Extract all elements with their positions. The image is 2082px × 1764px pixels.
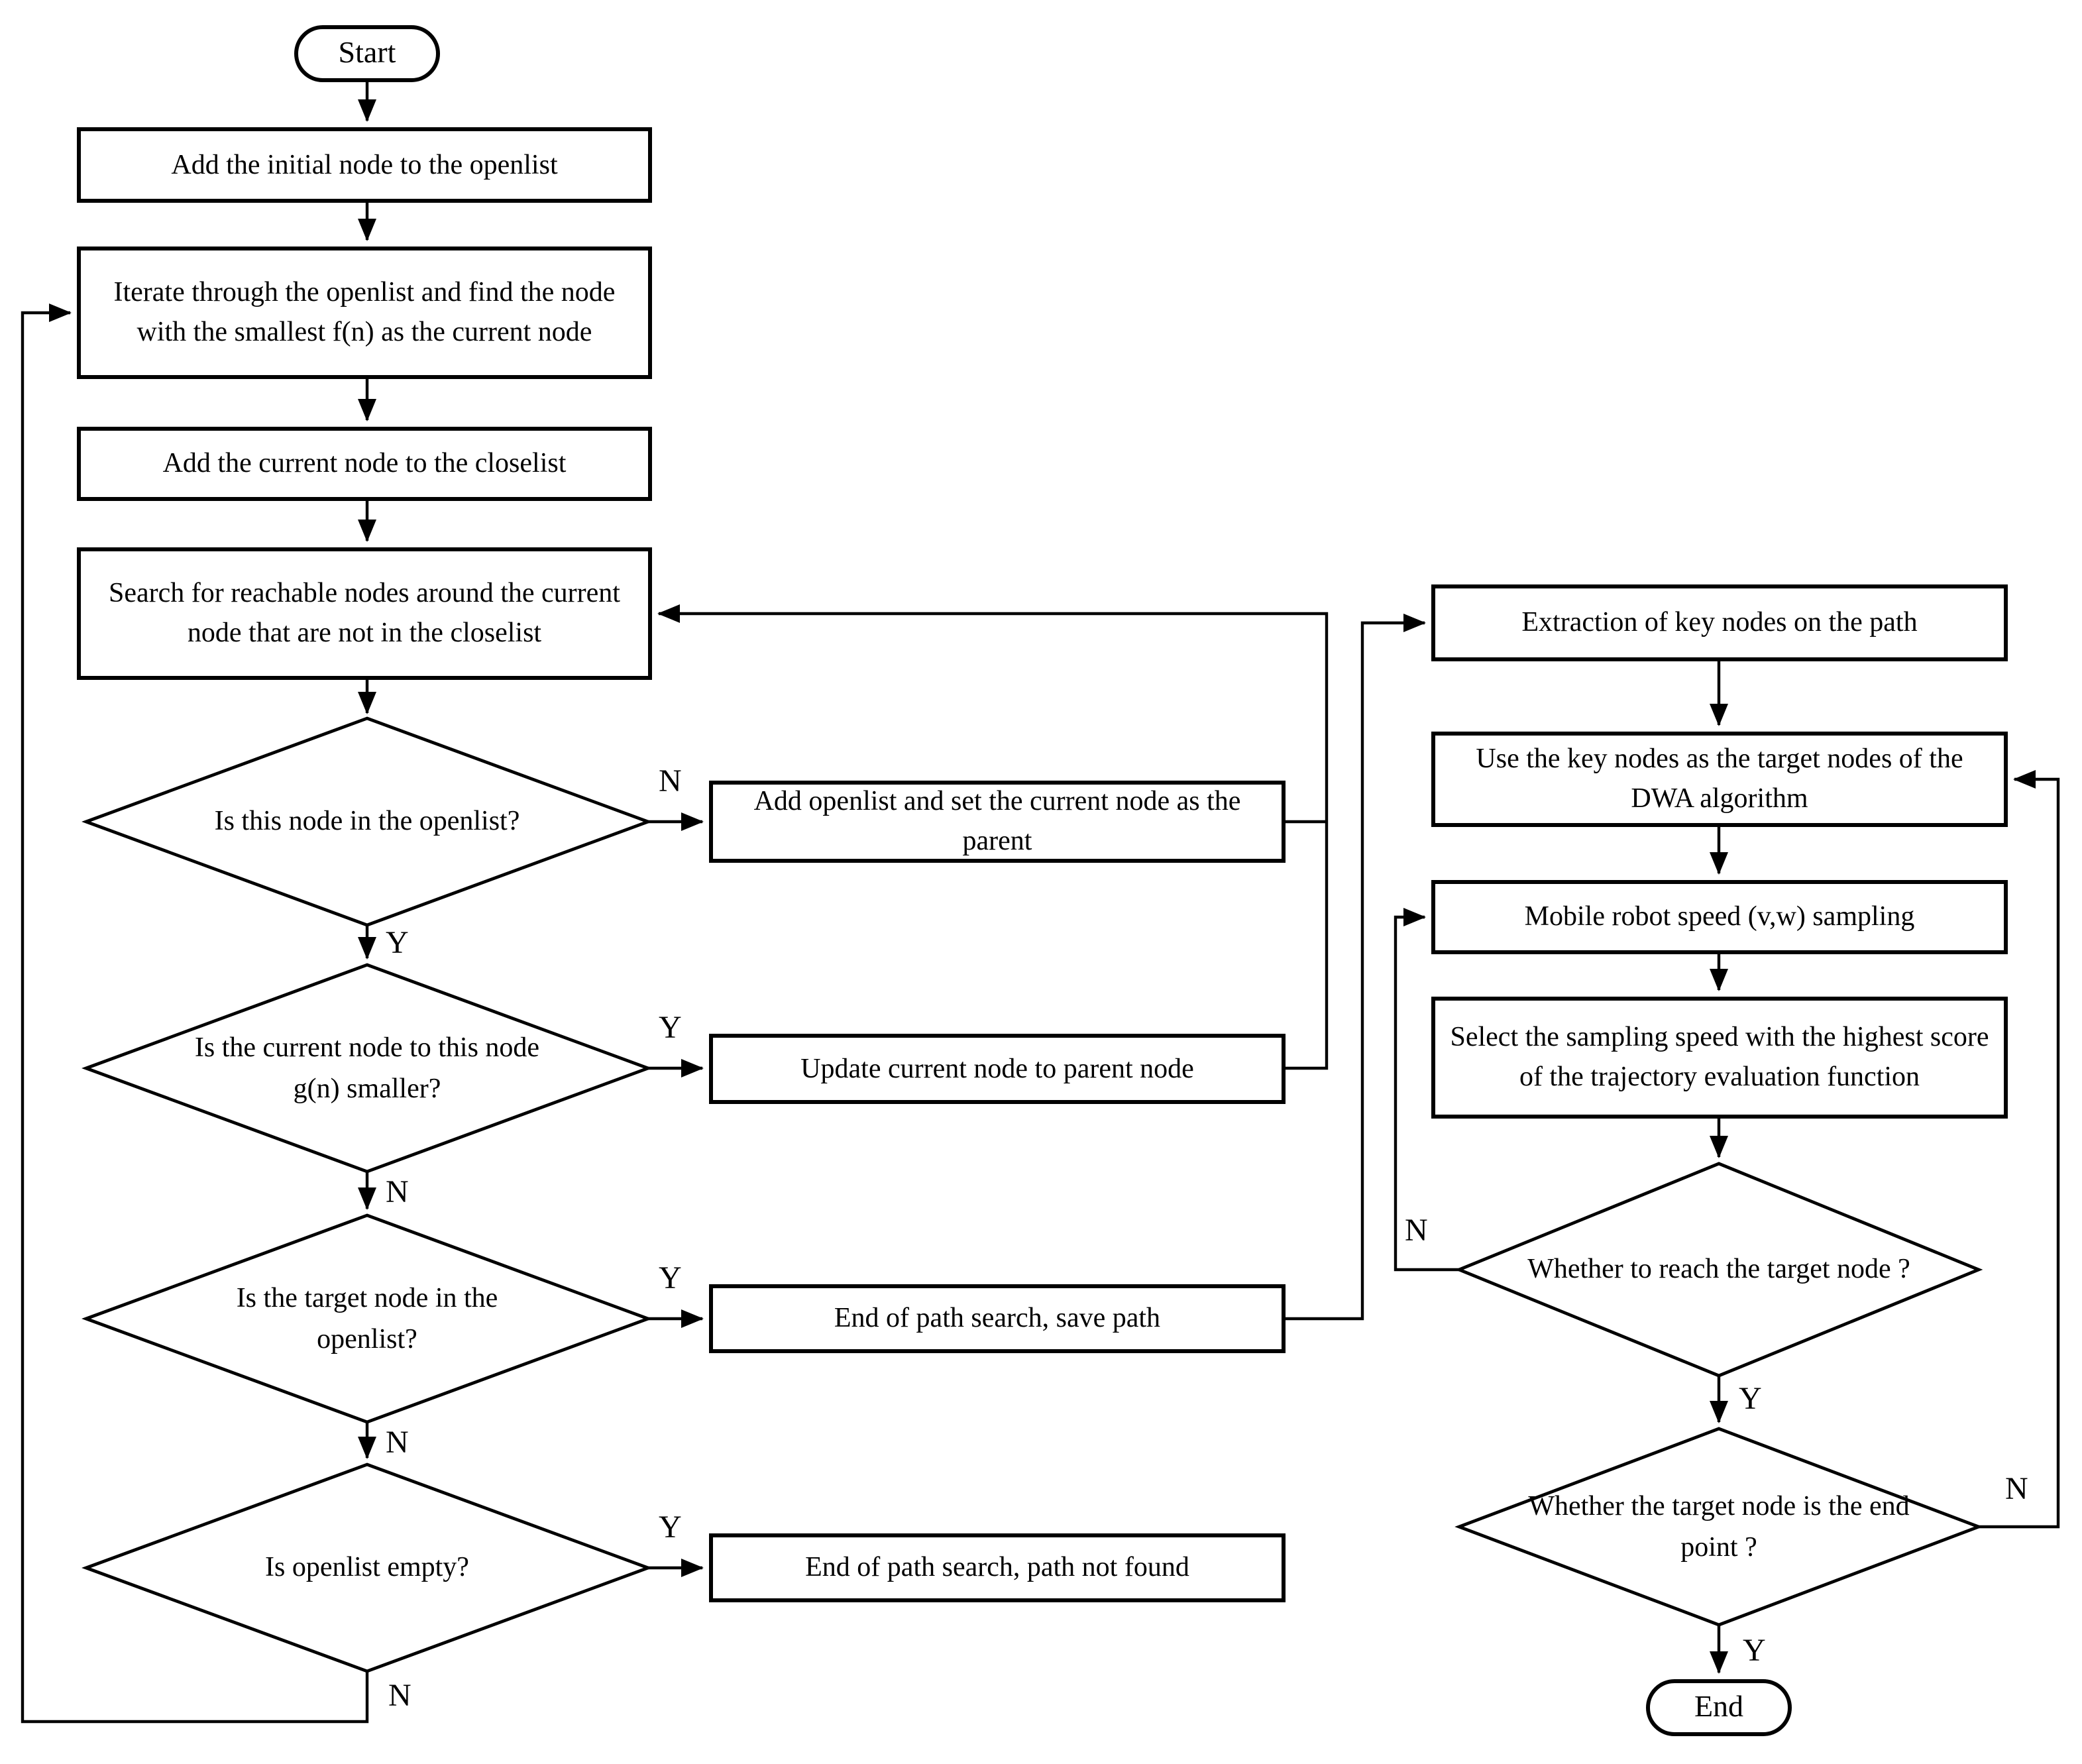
branch-label-d3-yes: Y <box>659 1263 682 1295</box>
diamond-openlist-empty <box>82 1462 653 1673</box>
process-use-key-nodes-label: Use the key nodes as the target nodes of… <box>1476 742 1963 814</box>
start-terminal: Start <box>294 25 440 82</box>
process-end-save-path-label: End of path search, save path <box>834 1301 1161 1334</box>
process-search-reachable: Search for reachable nodes around the cu… <box>77 547 652 680</box>
process-end-not-found: End of path search, path not found <box>709 1533 1286 1602</box>
branch-label-d6-no: N <box>2005 1474 2028 1506</box>
process-use-key-nodes: Use the key nodes as the target nodes of… <box>1431 732 2008 827</box>
decision-shapes <box>82 716 1983 1673</box>
process-add-closelist: Add the current node to the closelist <box>77 427 652 501</box>
process-extract-key-nodes: Extraction of key nodes on the path <box>1431 584 2008 661</box>
branch-label-d1-no-text: N <box>659 765 682 799</box>
branch-label-d2-no-text: N <box>386 1176 409 1210</box>
branch-label-d2-yes: Y <box>659 1013 682 1044</box>
process-add-openlist-parent: Add openlist and set the current node as… <box>709 781 1286 863</box>
process-select-speed-label: Select the sampling speed with the highe… <box>1450 1020 1989 1092</box>
branch-label-d5-no: N <box>1405 1215 1428 1247</box>
branch-label-d3-no-text: N <box>386 1426 409 1461</box>
branch-label-d5-yes-text: Y <box>1739 1382 1762 1417</box>
process-extract-key-nodes-label: Extraction of key nodes on the path <box>1521 606 1918 638</box>
diamond-in-openlist <box>82 716 653 927</box>
process-add-openlist-parent-label: Add openlist and set the current node as… <box>753 785 1241 856</box>
process-iterate-openlist-label: Iterate through the openlist and find th… <box>113 276 616 347</box>
process-iterate-openlist: Iterate through the openlist and find th… <box>77 247 652 379</box>
branch-label-d6-no-text: N <box>2005 1472 2028 1507</box>
branch-label-d2-no: N <box>386 1177 409 1209</box>
process-speed-sampling-label: Mobile robot speed (v,w) sampling <box>1524 900 1915 932</box>
branch-label-d4-no: N <box>388 1681 411 1712</box>
process-add-initial-node: Add the initial node to the openlist <box>77 127 652 203</box>
edge-update-loop-to-search <box>657 604 1329 1070</box>
edge-d6-no-loop <box>1979 770 2060 1529</box>
branch-label-d4-yes-text: Y <box>659 1511 682 1545</box>
branch-label-d5-no-text: N <box>1405 1214 1428 1248</box>
edge-d4-no-loop <box>21 303 369 1724</box>
end-terminal: End <box>1646 1679 1792 1736</box>
process-select-speed: Select the sampling speed with the highe… <box>1431 997 2008 1119</box>
process-end-not-found-label: End of path search, path not found <box>805 1551 1189 1583</box>
branch-label-d1-yes: Y <box>386 928 409 960</box>
branch-label-d5-yes: Y <box>1739 1384 1762 1415</box>
branch-label-d4-no-text: N <box>388 1679 411 1714</box>
branch-label-d4-yes: Y <box>659 1512 682 1544</box>
branch-label-d3-yes-text: Y <box>659 1262 682 1296</box>
edge-savepath-to-extract <box>1286 614 1426 1321</box>
branch-label-d6-yes-text: Y <box>1743 1634 1766 1669</box>
process-add-initial-node-label: Add the initial node to the openlist <box>171 148 558 180</box>
edge-d5-no-loop <box>1394 908 1459 1272</box>
end-label: End <box>1694 1690 1744 1724</box>
process-update-parent-label: Update current node to parent node <box>800 1052 1194 1084</box>
diamond-reach-target <box>1454 1162 1983 1378</box>
process-end-save-path: End of path search, save path <box>709 1284 1286 1353</box>
connector-lines <box>21 82 2060 1724</box>
process-speed-sampling: Mobile robot speed (v,w) sampling <box>1431 880 2008 954</box>
process-add-closelist-label: Add the current node to the closelist <box>162 447 567 479</box>
branch-label-d2-yes-text: Y <box>659 1011 682 1046</box>
branch-label-d1-yes-text: Y <box>386 926 409 961</box>
diamond-end-point <box>1454 1427 1983 1627</box>
process-search-reachable-label: Search for reachable nodes around the cu… <box>109 577 620 648</box>
branch-label-d1-no: N <box>659 766 682 798</box>
diamond-target-in-openlist <box>82 1213 653 1424</box>
branch-label-d3-no: N <box>386 1427 409 1459</box>
branch-label-d6-yes: Y <box>1743 1635 1766 1667</box>
process-update-parent: Update current node to parent node <box>709 1034 1286 1104</box>
diamond-gn-smaller <box>82 963 653 1174</box>
start-label: Start <box>338 36 396 70</box>
